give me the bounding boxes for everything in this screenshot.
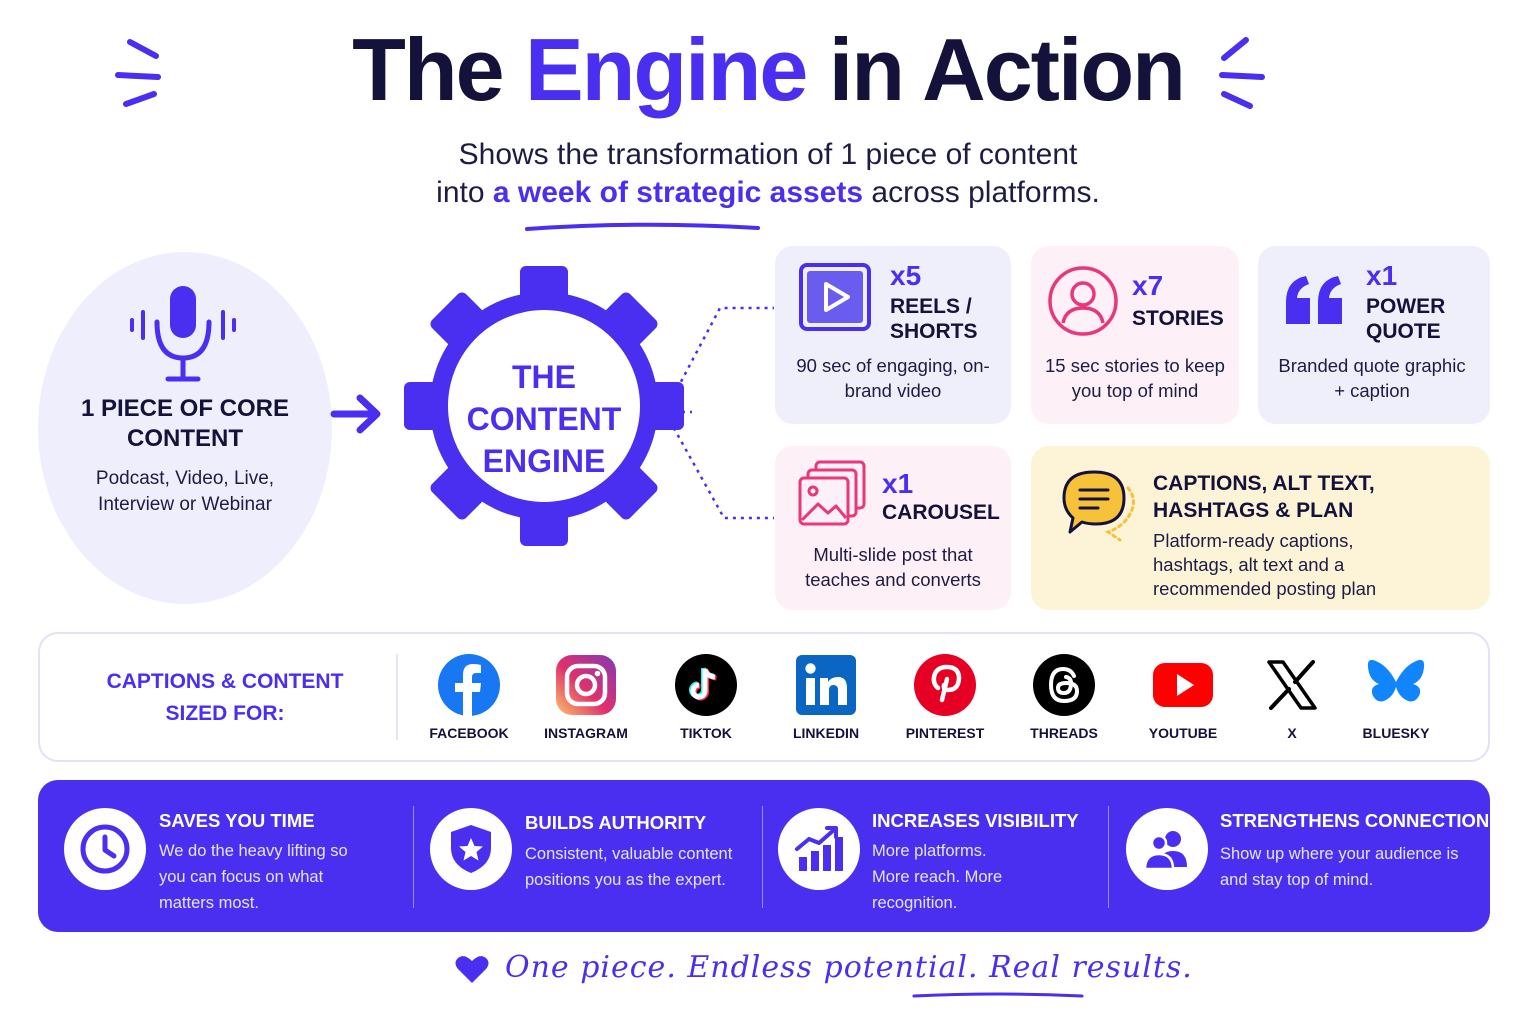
core-content-desc: Podcast, Video, Live, Interview or Webin… [95,468,275,515]
instagram-icon [556,655,616,715]
platform-name: YOUTUBE [1148,725,1218,741]
platform-instagram: INSTAGRAM [526,654,646,746]
platform-name: PINTEREST [905,725,985,741]
stories-card [1031,246,1239,424]
heart-icon [455,956,489,983]
tiktok-icon [675,654,737,716]
stories-count: x7 [1132,270,1164,301]
power-quote-count: x1 [1366,260,1398,291]
carousel-label: CAROUSEL [882,501,1000,524]
connector-lines [664,306,774,520]
platform-bluesky: BLUESKY [1336,654,1456,746]
platform-facebook: FACEBOOK [409,654,529,746]
platform-name: X [1287,725,1297,741]
platform-threads: THREADS [1004,654,1124,746]
platform-name: BLUESKY [1362,725,1430,741]
linkedin-icon [796,655,856,715]
page-title: The Engine in Action [352,20,1186,119]
chat-bubble-icon [1062,470,1135,542]
youtube-icon [1153,663,1213,707]
benefit-divider [413,806,414,908]
people-icon [1143,831,1187,871]
footer-underline [912,992,1084,998]
microphone-icon [130,286,236,382]
reels-desc: 90 sec of engaging, on-brand video [796,355,990,401]
platform-name: LINKEDIN [792,725,860,741]
reels-label: REELS / SHORTS [890,295,978,343]
power-quote-desc: Branded quote graphic + caption [1278,355,1466,401]
facebook-icon [438,654,500,716]
right-sparkle-icon [1219,37,1265,109]
platform-x: X [1232,654,1352,746]
platform-pinterest: PINTEREST [885,654,1005,746]
subtitle-line-1: Shows the transformation of 1 piece of c… [458,138,1078,171]
platforms-panel [38,632,1490,762]
title-accent: Engine [524,20,808,119]
power-quote-card [1258,246,1490,424]
footer-tagline: One piece. Endless potential. Real resul… [505,950,1193,985]
image-stack-icon [798,460,866,526]
shield-star-icon [451,825,491,873]
threads-icon [1033,654,1095,716]
benefit-divider [762,806,763,908]
platforms-divider [396,654,398,740]
platform-youtube: YOUTUBE [1123,654,1243,746]
core-content-title: 1 PIECE OF CORE CONTENT [80,395,290,452]
benefit-divider [1108,806,1109,908]
benefits-bar [38,780,1490,932]
benefit-title: BUILDS AUTHORITY [525,812,707,833]
power-quote-label: POWER QUOTE [1366,295,1446,343]
platform-name: FACEBOOK [429,725,509,741]
platform-name: TIKTOK [680,725,732,741]
reels-count: x5 [890,260,922,291]
play-icon [799,263,871,331]
page-subtitle: Shows the transformation of 1 piece of c… [0,136,1536,212]
stories-label: STORIES [1132,307,1224,330]
user-circle-icon [1048,266,1118,336]
x-icon [1267,660,1317,710]
platform-name: INSTAGRAM [544,725,628,741]
benefit-icon-circle [778,808,860,890]
content-engine-label: THE CONTENT ENGINE [466,359,622,479]
benefit-icon-circle [1126,808,1208,890]
subtitle-underline [525,222,760,231]
benefit-title: STRENGTHENS CONNECTION [1220,810,1490,831]
bluesky-icon [1367,659,1425,702]
benefit-title: INCREASES VISIBILITY [872,810,1079,831]
pinterest-icon [914,654,976,716]
platform-linkedin: LINKEDIN [766,654,886,746]
arrow-right-icon [330,394,381,434]
subtitle-line-2: into a week of strategic assets across p… [436,176,1100,209]
growth-chart-icon [795,826,843,871]
captions-desc: Platform-ready captions, hashtags, alt t… [1153,530,1377,599]
stories-desc: 15 sec stories to keep you top of mind [1045,355,1225,401]
content-engine-gear-icon [404,266,684,546]
captions-label: CAPTIONS, ALT TEXT, HASHTAGS & PLAN [1153,472,1375,522]
quote-icon [1286,276,1342,324]
carousel-count: x1 [882,468,914,499]
left-sparkle-icon [115,39,161,107]
platform-tiktok: TIKTOK [646,654,766,746]
benefit-title: SAVES YOU TIME [159,810,315,831]
platforms-heading: CAPTIONS & CONTENT SIZED FOR: [106,670,344,725]
platform-name: THREADS [1030,725,1098,741]
carousel-desc: Multi-slide post that teaches and conver… [805,544,981,590]
clock-icon [80,824,130,874]
